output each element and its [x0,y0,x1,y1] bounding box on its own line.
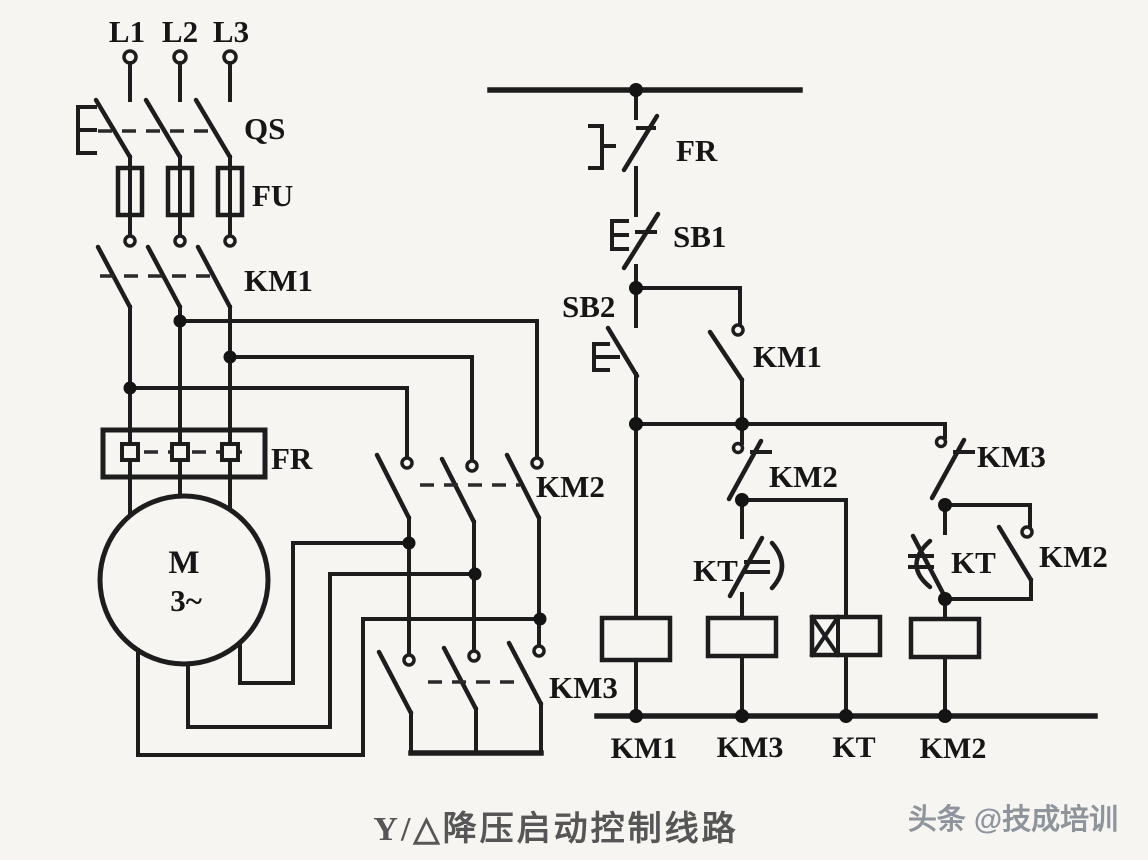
label-km2-nc: KM2 [769,459,838,494]
label-fu: FU [252,178,293,213]
label-kt-nc: KT [693,553,738,588]
km2-main-contacts [374,452,544,657]
km1-coil [599,615,673,718]
watermark: 头条 @技成培训 [908,802,1118,836]
control-circuit: FR SB1 SB2 KM1 KM2 KT KM3 KT KM2 KM1 KM3… [487,83,1108,765]
fr-thermal-elements [100,427,268,480]
coil-label-km3: KM3 [717,731,784,764]
km3-nc-interlock [929,422,975,501]
fr-nc-contact [588,88,660,217]
label-sb2: SB2 [562,289,615,324]
qs-handle [76,105,97,155]
power-junction-dots [123,314,547,626]
km1-main-contacts [95,234,237,448]
delay-arc [769,540,785,591]
coil-label-km1: KM1 [611,732,678,765]
sb1-stop-button [610,211,661,290]
km1-aux-contact [634,286,745,426]
label-km2-no: KM2 [1039,539,1108,574]
km1-output-branches [128,319,539,463]
label-kt-no: KT [951,545,996,580]
diagram-caption: Y/△降压启动控制线路 [373,810,738,848]
sb1-actuator [610,219,629,251]
kt-coil-lead [740,498,848,619]
control-junction-dots [629,83,952,723]
kt-delay-open-contact [727,498,785,620]
kt-coil [809,614,883,718]
fr-hook-symbol [588,124,616,170]
kt-delay-close-contact [908,503,948,600]
kt-coil-delay-box [809,614,841,658]
km2-coil [908,616,982,718]
label-km2-main: KM2 [536,469,605,504]
label-km3-nc: KM3 [977,439,1046,474]
qs-disconnect-switch [76,61,233,242]
label-km1-aux: KM1 [753,339,822,374]
phase-label-l2: L2 [162,14,198,49]
km2-nc-interlock [726,422,772,502]
motor: M 3~ [97,493,271,667]
label-fr-control: FR [676,133,718,168]
km3-coil [705,615,779,718]
phase-terminals [122,49,238,65]
motor-bottom-routing [136,541,542,757]
km2-seal-contact [943,503,1034,601]
fuse-fu [115,165,245,218]
power-circuit: M 3~ [76,14,618,757]
phase-label-l1: L1 [109,14,145,49]
motor-phase: 3~ [170,583,202,618]
label-km1-main: KM1 [244,263,313,298]
coil-label-kt: KT [832,731,875,764]
label-qs: QS [244,111,285,146]
label-sb1: SB1 [673,219,726,254]
coil-label-km2: KM2 [920,732,987,765]
phase-label-l3: L3 [213,14,249,49]
label-fr-main: FR [271,441,313,476]
sb2-start-button [592,286,640,426]
label-km3-main: KM3 [549,670,618,705]
motor-letter: M [168,545,199,581]
km3-main-contacts [376,640,546,756]
delay-arc [914,538,933,590]
sb2-actuator [592,342,610,372]
